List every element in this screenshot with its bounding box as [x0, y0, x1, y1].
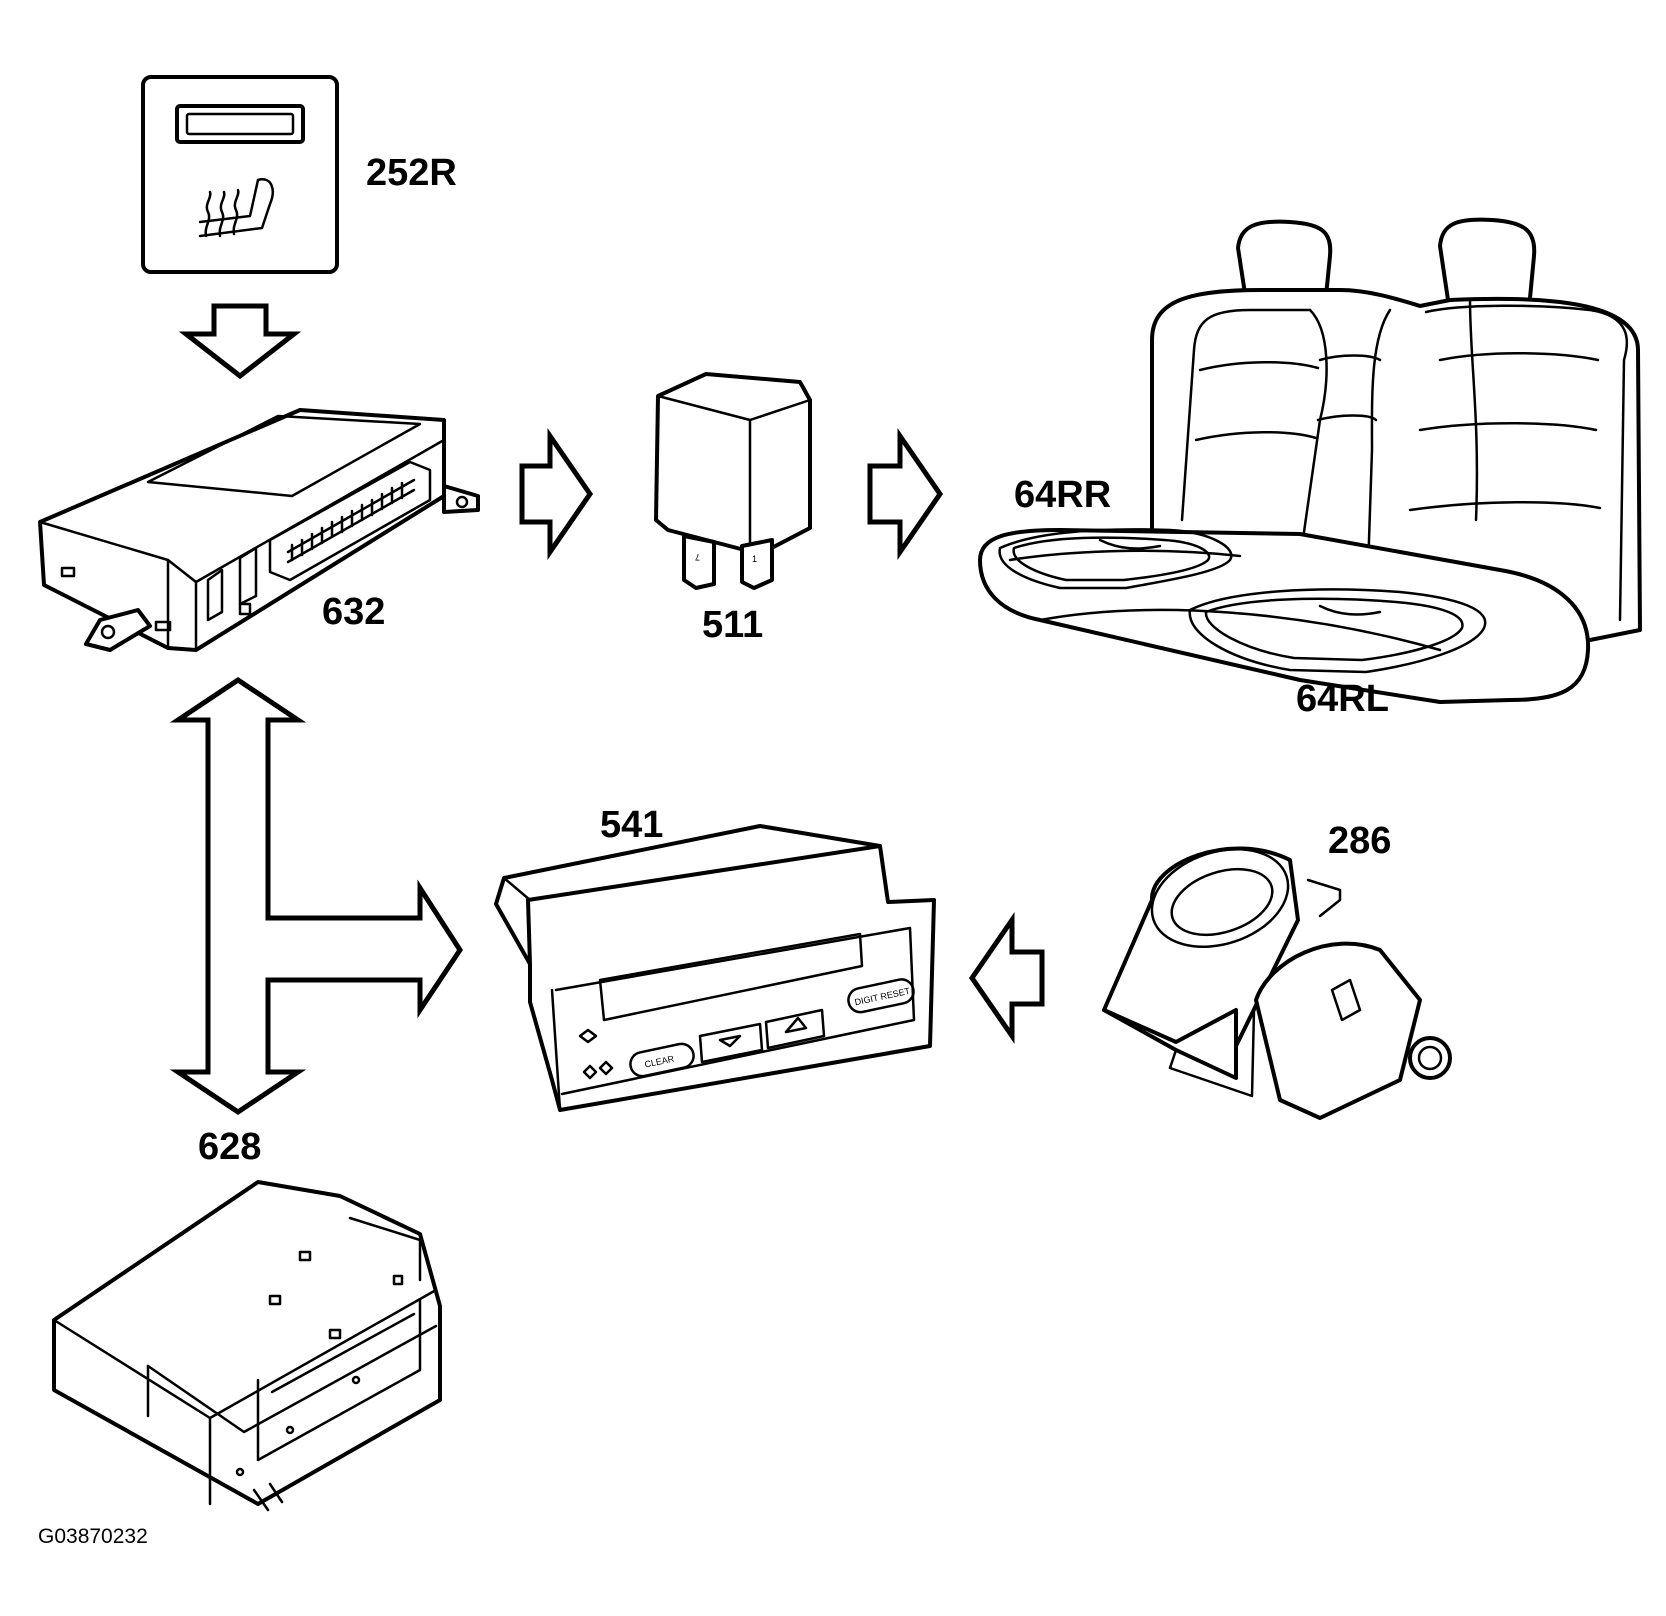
label-286: 286 [1328, 820, 1392, 862]
label-511: 511 [702, 604, 764, 646]
label-64RR: 64RR [1014, 474, 1112, 516]
arrow-286-to-541 [968, 911, 1045, 1045]
relay-pin-right: 1 [752, 554, 757, 564]
label-541: 541 [600, 804, 664, 846]
rear-seat-64RR-64RL [978, 217, 1642, 704]
module-628 [52, 1180, 442, 1512]
relay-pin-left: 7 [695, 552, 700, 562]
display-module-541: CLEAR DIGIT RESET [494, 824, 936, 1112]
arrow-switch-to-632 [178, 303, 302, 380]
down-button[interactable] [698, 1022, 764, 1064]
ignition-switch-286 [1102, 846, 1452, 1120]
up-button[interactable] [764, 1008, 826, 1050]
label-64RL: 64RL [1296, 678, 1389, 720]
figure-id: G03870232 [38, 1525, 148, 1548]
label-628: 628 [198, 1126, 262, 1168]
control-module-632 [38, 408, 480, 652]
label-252R: 252R [366, 152, 457, 194]
seat-heater-switch [141, 75, 339, 274]
heated-seat-icon [198, 178, 274, 238]
connector-pins [290, 481, 404, 562]
arrow-632-to-511 [519, 427, 594, 561]
arrow-511-to-seats [867, 427, 944, 561]
label-632: 632 [322, 591, 386, 633]
relay-511: 7 1 [654, 372, 812, 590]
arrow-632-628-541 [169, 676, 463, 1116]
